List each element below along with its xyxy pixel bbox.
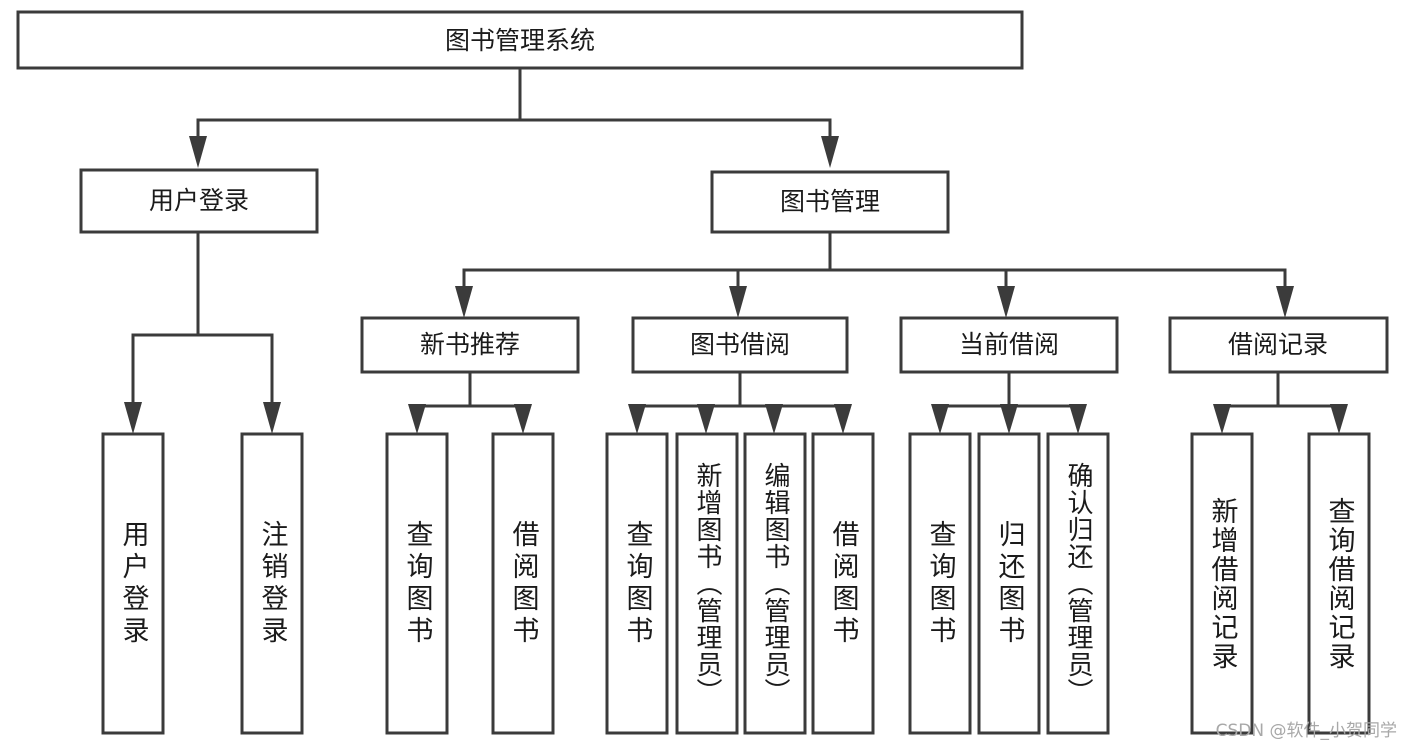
node-new-book-recommend-label: 新书推荐 (420, 330, 520, 359)
node-new-book-recommend[interactable]: 新书推荐 (360, 316, 580, 374)
node-root-box[interactable] (16, 10, 1024, 70)
arrow-borrowbook-child2 (697, 404, 715, 434)
arrow-userlogin-child2 (263, 402, 281, 434)
arrow-currentborrow-child1 (931, 404, 949, 434)
connector-group-newbook (408, 370, 532, 434)
arrow-borrowrecord-child1 (1213, 404, 1231, 434)
arrow-root-to-userlogin (189, 136, 207, 168)
node-book-borrow[interactable]: 图书借阅 (631, 316, 849, 374)
node-user-login[interactable]: 用户登录 (79, 168, 319, 234)
arrow-newbook-child2 (514, 404, 532, 434)
node-borrow-record[interactable]: 借阅记录 (1168, 316, 1389, 374)
node-current-borrow[interactable]: 当前借阅 (899, 316, 1119, 374)
arrow-bookmgmt-child2 (729, 286, 747, 318)
arrow-bookmgmt-child3 (997, 286, 1015, 318)
arrow-newbook-child1 (408, 404, 426, 434)
leaf-box-new-book-1[interactable] (385, 432, 449, 735)
node-borrow-record-box[interactable] (1168, 316, 1389, 374)
arrow-currentborrow-child3 (1069, 404, 1087, 434)
leaf-box-borrow-record-2[interactable] (1307, 432, 1371, 735)
leaf-box-borrow-record-1[interactable] (1190, 432, 1254, 735)
arrow-currentborrow-child2 (1000, 404, 1018, 434)
node-root[interactable]: 图书管理系统 (16, 10, 1024, 70)
leaf-box-user-login-2[interactable] (240, 432, 304, 735)
arrow-borrowrecord-child2 (1330, 404, 1348, 434)
leaf-box-current-borrow-3[interactable] (1046, 432, 1110, 735)
node-current-borrow-box[interactable] (899, 316, 1119, 374)
connector-group-userlogin (124, 230, 281, 434)
leaf-box-book-borrow-2[interactable] (675, 432, 739, 735)
leaf-box-book-borrow-3[interactable] (743, 432, 807, 735)
leaf-box-book-borrow-4[interactable] (811, 432, 875, 735)
node-current-borrow-label: 当前借阅 (959, 330, 1059, 359)
arrow-borrowbook-child3 (765, 404, 783, 434)
node-book-management[interactable]: 图书管理 (710, 170, 950, 234)
arrow-bookmgmt-child1 (455, 286, 473, 318)
node-book-management-label: 图书管理 (780, 187, 880, 216)
connector-group-currentborrow (931, 370, 1087, 434)
arrow-bookmgmt-child4 (1276, 286, 1294, 318)
csdn-watermark: CSDN @软件_小贺同学 (1215, 721, 1397, 741)
connector-group-bookmgmt (455, 230, 1294, 318)
node-book-borrow-box[interactable] (631, 316, 849, 374)
connector-group-borrowrecord (1213, 370, 1348, 434)
leaf-box-book-borrow-1[interactable] (605, 432, 669, 735)
leaf-box-current-borrow-1[interactable] (908, 432, 972, 735)
node-book-borrow-label: 图书借阅 (690, 330, 790, 359)
arrow-borrowbook-child1 (628, 404, 646, 434)
arrow-root-to-bookmgmt (821, 136, 839, 168)
arrow-userlogin-child1 (124, 402, 142, 434)
node-borrow-record-label: 借阅记录 (1228, 330, 1328, 359)
node-user-login-label: 用户登录 (149, 186, 249, 215)
leaf-box-new-book-2[interactable] (491, 432, 555, 735)
arrow-borrowbook-child4 (834, 404, 852, 434)
node-new-book-recommend-box[interactable] (360, 316, 580, 374)
connector-group-root (189, 66, 839, 168)
leaf-box-current-borrow-2[interactable] (977, 432, 1041, 735)
leaf-box-user-login-1[interactable] (101, 432, 165, 735)
connector-group-borrowbook (628, 370, 852, 434)
node-user-login-box[interactable] (79, 168, 319, 234)
node-book-management-box[interactable] (710, 170, 950, 234)
node-root-label: 图书管理系统 (445, 26, 595, 55)
